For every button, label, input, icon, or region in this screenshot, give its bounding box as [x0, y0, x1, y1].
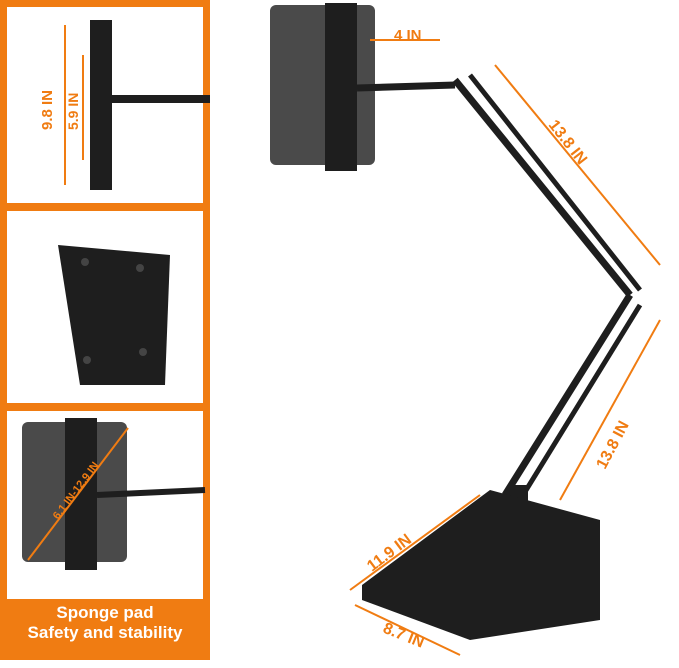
caption-line2: Safety and stability — [27, 623, 183, 642]
clamp-label: 4 IN — [394, 27, 422, 44]
base-width-label: 8.7 IN — [381, 620, 427, 652]
tablet-closeup: 6.1 IN-12.9 IN — [22, 418, 206, 570]
upper-arm-label: 13.8 IN — [545, 117, 590, 168]
lower-arm-label: 13.8 IN — [594, 418, 633, 472]
caption: Sponge pad Safety and stability — [0, 603, 210, 643]
height-label: 9.8 IN — [39, 90, 56, 130]
inner-height-label: 5.9 IN — [65, 93, 81, 130]
caption-line1: Sponge pad — [56, 603, 154, 622]
base-plate-closeup — [58, 245, 170, 385]
stand: 4 IN 13.8 IN 13.8 IN 11.9 IN 8.7 IN — [270, 3, 661, 656]
base — [362, 490, 600, 640]
clamp-closeup: 9.8 IN 5.9 IN — [39, 20, 210, 190]
